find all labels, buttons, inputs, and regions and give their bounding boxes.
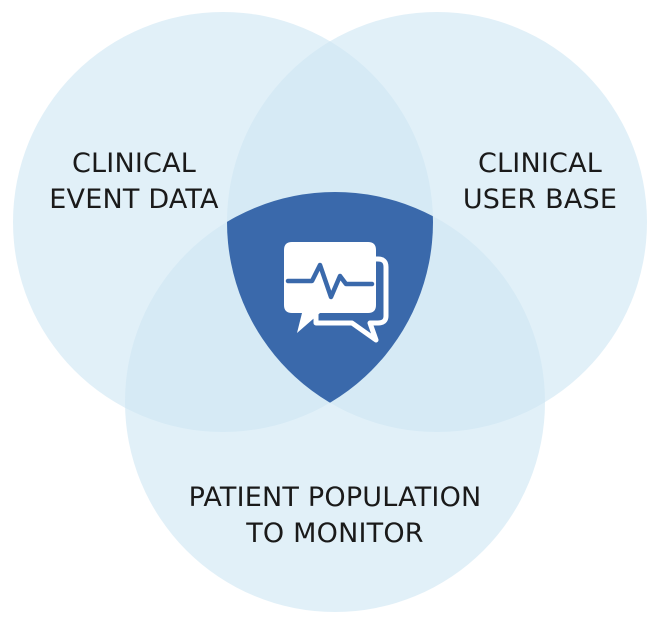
label-line: USER BASE (462, 184, 618, 215)
label-patient-population: PATIENT POPULATION TO MONITOR (145, 480, 525, 552)
chat-bubbles-heartbeat-icon (284, 242, 389, 343)
label-line: TO MONITOR (246, 518, 424, 549)
label-line: PATIENT POPULATION (188, 482, 482, 513)
label-line: CLINICAL (478, 148, 602, 179)
label-clinical-event-data: CLINICAL EVENT DATA (14, 146, 254, 218)
label-line: CLINICAL (72, 148, 196, 179)
label-clinical-user-base: CLINICAL USER BASE (420, 146, 660, 218)
label-line: EVENT DATA (49, 184, 219, 215)
circle-patient-population (125, 192, 545, 612)
